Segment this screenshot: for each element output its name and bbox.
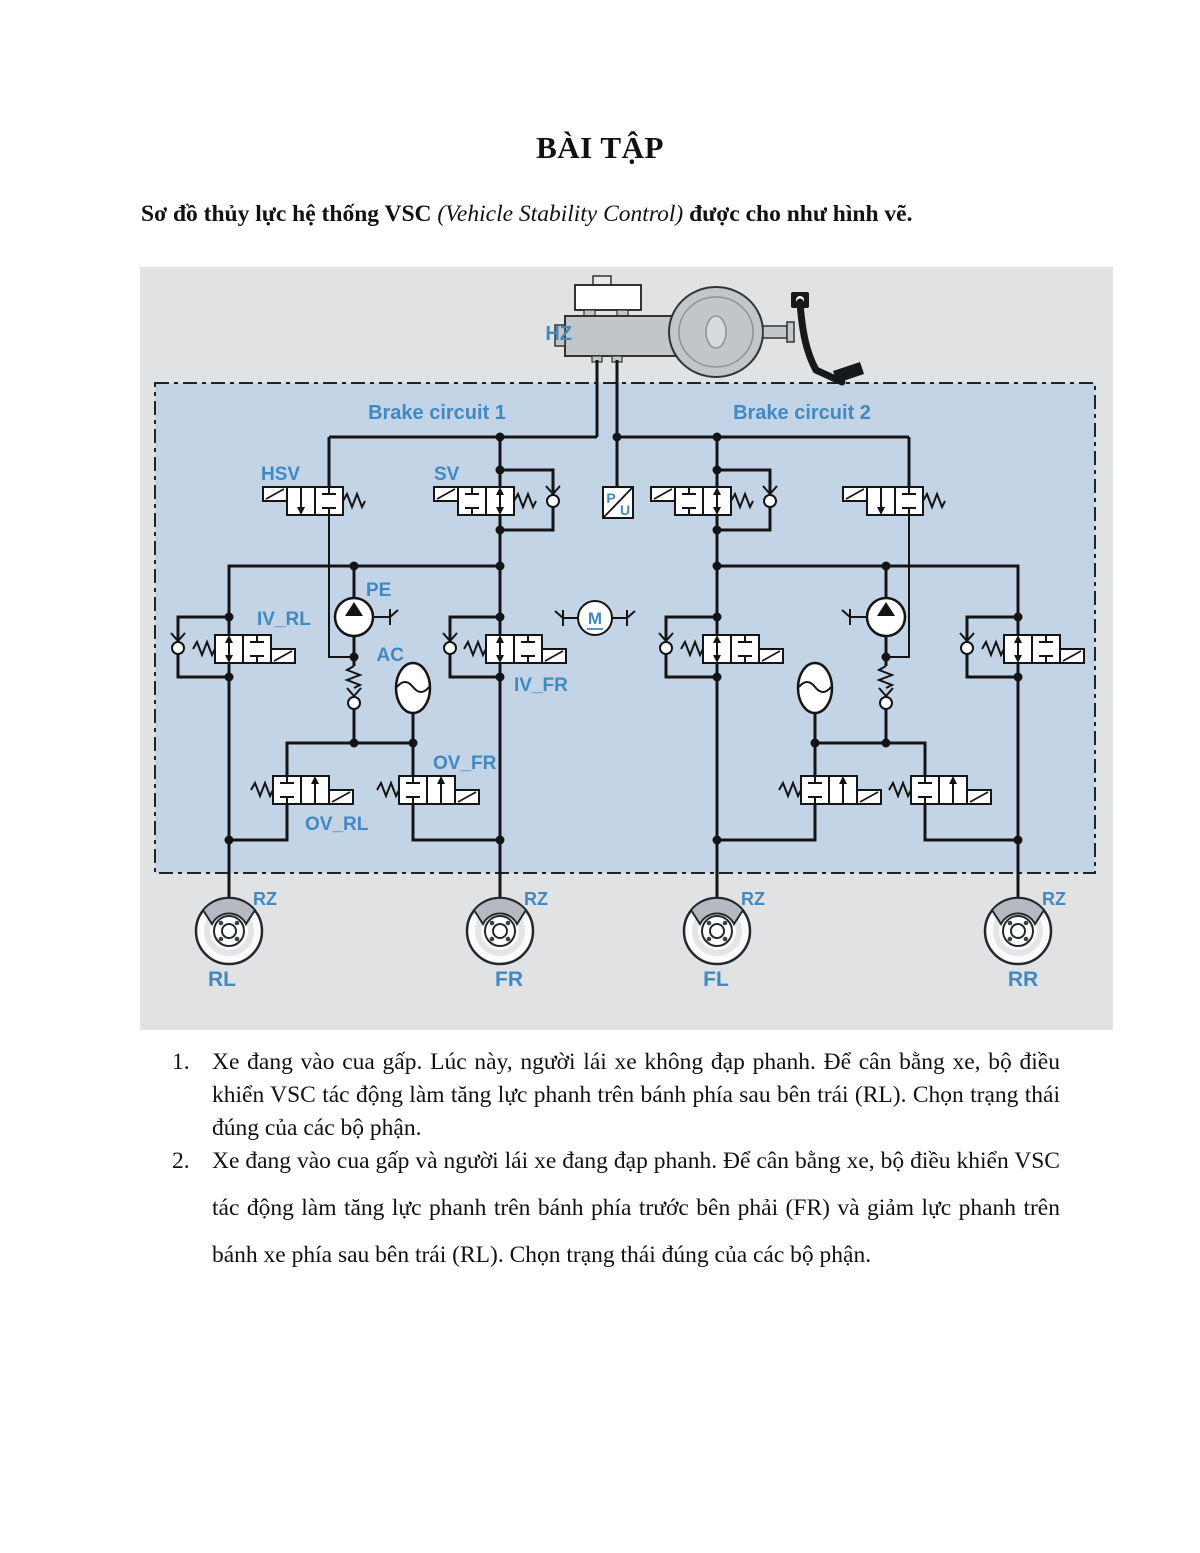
hsv-label: HSV	[261, 464, 300, 485]
wheel-label-fr: FR	[495, 968, 523, 991]
pe-label: PE	[366, 580, 391, 601]
motor-label: M	[588, 609, 602, 628]
master-cylinder	[554, 275, 676, 363]
question-1-number: 1.	[172, 1049, 190, 1075]
vsc-hydraulic-diagram: P U	[140, 267, 1113, 1030]
iv-rl-label: IV_RL	[257, 609, 311, 630]
intro-text-post: được cho như hình vẽ.	[683, 201, 913, 227]
pressure-sensor-p-label: P	[606, 490, 615, 506]
junction-dots	[224, 432, 1023, 845]
wheel-label-fl: FL	[703, 968, 729, 991]
hsv1-valve	[262, 486, 366, 516]
wheel-label-rr: RR	[1008, 968, 1038, 991]
accumulator-1	[394, 661, 432, 715]
ov-rl-valve	[250, 775, 354, 805]
sv1-valve	[433, 486, 537, 516]
pressure-sensor: P U	[602, 486, 634, 519]
intro-text-italic: (Vehicle Stability Control)	[437, 201, 684, 227]
question-2: 2. Xe đang vào cua gấp và người lái xe đ…	[172, 1138, 1060, 1279]
rz-label: RZ	[524, 889, 548, 909]
ov-rr-valve	[888, 775, 992, 805]
rz-label: RZ	[253, 889, 277, 909]
question-2-number: 2.	[172, 1148, 190, 1174]
iv-fl-valve	[680, 634, 784, 664]
rz-label: RZ	[741, 889, 765, 909]
page-title: BÀI TẬP	[536, 130, 664, 165]
intro-paragraph: Sơ đồ thủy lực hệ thống VSC (Vehicle Sta…	[141, 201, 1120, 228]
brake-circuit-1-label: Brake circuit 1	[368, 402, 506, 424]
motor: M	[554, 600, 636, 636]
rz-label: RZ	[1042, 889, 1066, 909]
iv-fr-label: IV_FR	[514, 675, 568, 696]
hydraulic-lines	[176, 360, 1020, 898]
pump-pe-1	[333, 596, 399, 638]
ac-label: AC	[377, 645, 405, 666]
wheel-label-rl: RL	[208, 968, 236, 991]
question-1-text: Xe đang vào cua gấp. Lúc này, người lái …	[212, 1049, 1060, 1141]
question-2-text: Xe đang vào cua gấp và người lái xe đang…	[212, 1148, 1060, 1268]
hsv2-valve	[842, 486, 946, 516]
ov-fr-valve	[376, 775, 480, 805]
intro-text-pre: Sơ đồ thủy lực hệ thống VSC	[141, 201, 438, 227]
iv-rl-valve	[192, 634, 296, 664]
iv-rr-valve	[981, 634, 1085, 664]
ov-fr-label: OV_FR	[433, 753, 497, 774]
brake-pedal	[791, 292, 864, 386]
ov-rl-label: OV_RL	[305, 814, 369, 835]
iv-fr-valve	[463, 634, 567, 664]
brake-circuit-2-label: Brake circuit 2	[733, 402, 871, 424]
hz-label: HZ	[545, 323, 572, 345]
ov-fl-valve	[778, 775, 882, 805]
pressure-sensor-u-label: U	[620, 502, 630, 518]
pump-pe-2	[841, 596, 907, 638]
brake-booster	[668, 286, 795, 378]
sv2-valve	[650, 486, 754, 516]
question-1: 1. Xe đang vào cua gấp. Lúc này, người l…	[172, 1046, 1060, 1145]
sv-label: SV	[434, 464, 460, 485]
accumulator-2	[796, 661, 834, 715]
